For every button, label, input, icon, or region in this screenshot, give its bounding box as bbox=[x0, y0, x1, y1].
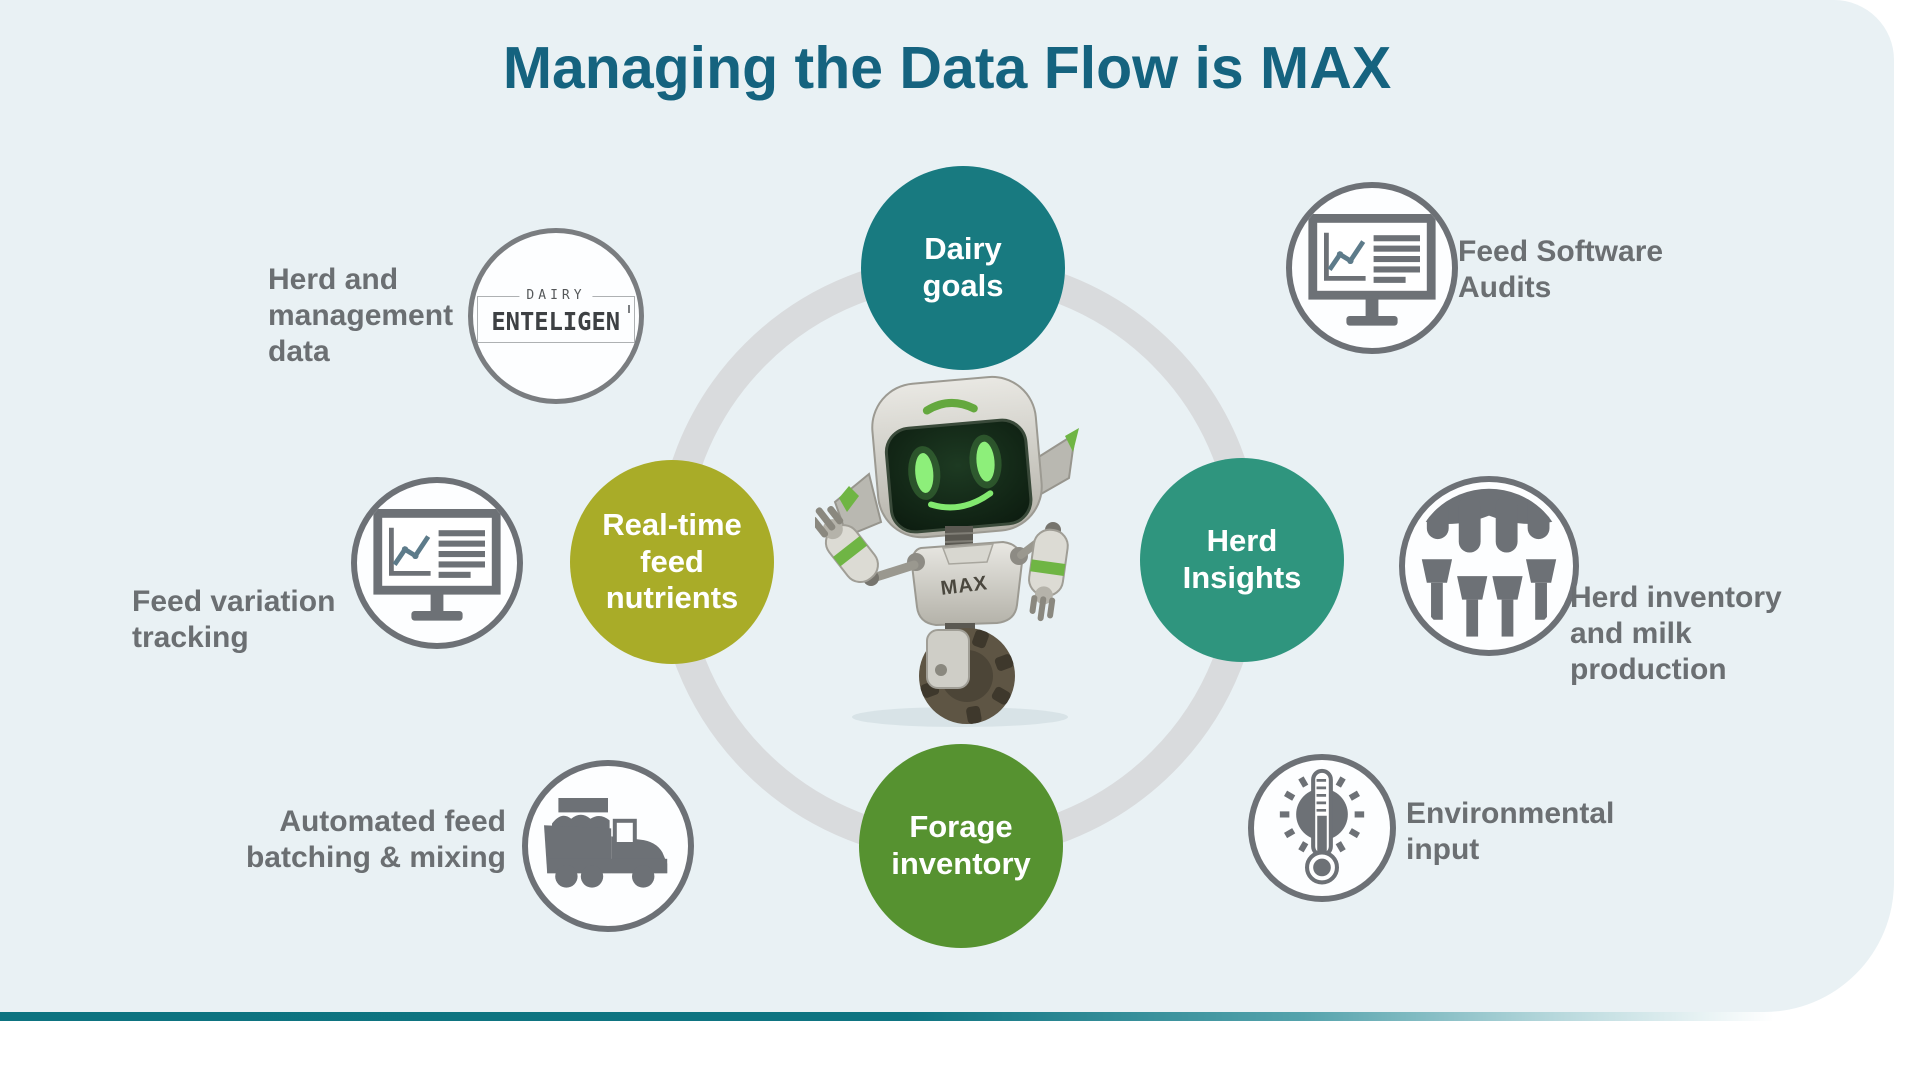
node-dairy-goals-label: Dairy goals bbox=[922, 231, 1004, 303]
enteligen-trademark-tick bbox=[627, 304, 630, 313]
enteligen-logo-box: DAIRY ENTELIGEN bbox=[477, 287, 635, 343]
milking-cluster-icon bbox=[1399, 476, 1579, 656]
label-herd-management-data: Herd and management data bbox=[268, 263, 454, 368]
label-automated-feed-batching: Automated feed batching & mixing bbox=[245, 805, 506, 874]
bottom-accent-bar bbox=[0, 1012, 1810, 1021]
page-title: Managing the Data Flow is MAX bbox=[502, 35, 1392, 101]
thermometer-sun-icon bbox=[1248, 754, 1396, 902]
enteligen-logo-main-text: ENTELIGEN bbox=[491, 306, 621, 336]
node-realtime-feed-nutrients-label: Real-time feed nutrients bbox=[602, 507, 742, 616]
label-herd-inventory-milk: Herd inventory and milk production bbox=[1570, 581, 1782, 686]
dairy-enteligen-logo: DAIRY ENTELIGEN bbox=[468, 228, 644, 404]
enteligen-logo-top-text: DAIRY bbox=[519, 287, 593, 303]
label-feed-variation-tracking: Feed variation tracking bbox=[132, 585, 336, 654]
node-dairy-goals: Dairy goals bbox=[861, 166, 1065, 370]
node-realtime-feed-nutrients: Real-time feed nutrients bbox=[570, 460, 774, 664]
feed-truck-icon bbox=[522, 760, 694, 932]
node-forage-inventory: Forage inventory bbox=[859, 744, 1063, 948]
label-feed-software-audits: Feed Software Audits bbox=[1458, 235, 1664, 304]
node-forage-inventory-label: Forage inventory bbox=[891, 809, 1031, 881]
node-herd-insights-label: Herd Insights bbox=[1182, 523, 1302, 595]
node-herd-insights: Herd Insights bbox=[1140, 458, 1344, 662]
monitor-chart-icon bbox=[351, 477, 523, 649]
label-environmental-input: Environmental input bbox=[1406, 797, 1615, 866]
monitor-chart-icon bbox=[1286, 182, 1458, 354]
